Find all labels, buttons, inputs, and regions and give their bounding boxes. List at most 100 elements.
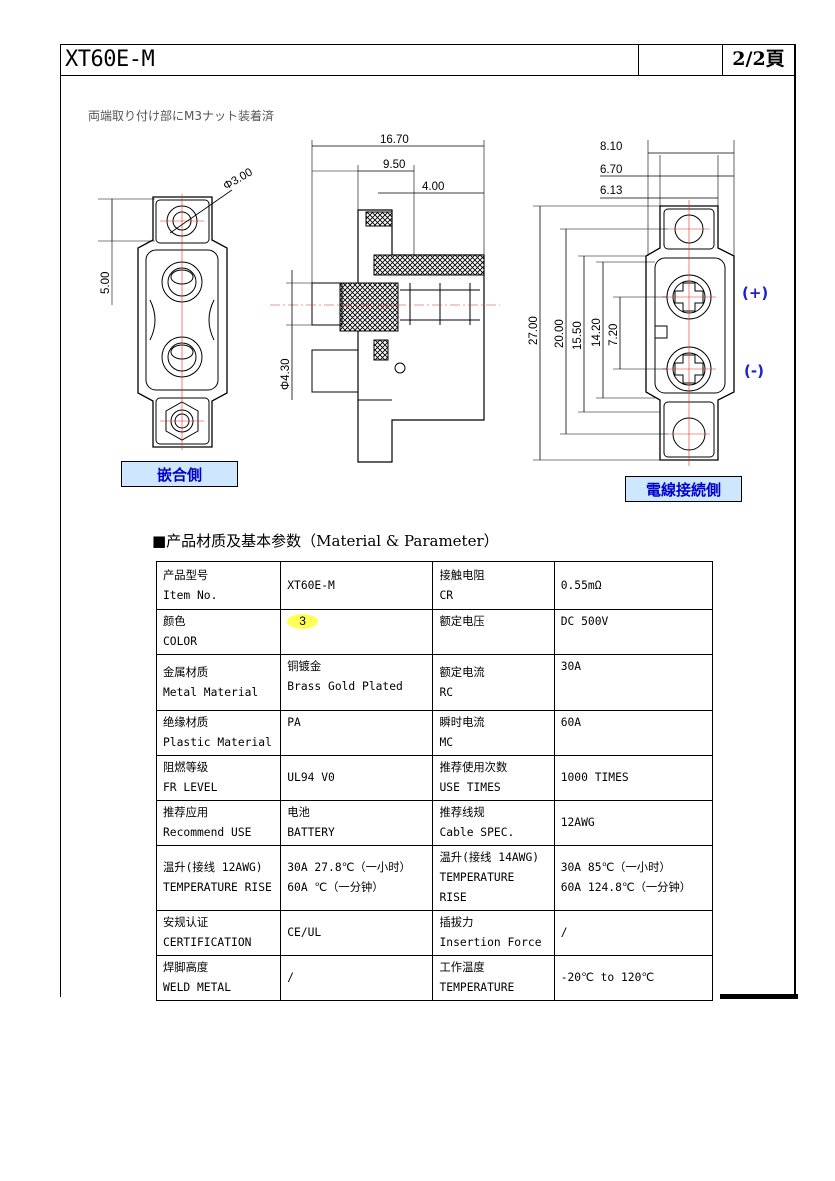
cell-line: Item No. [163, 588, 218, 602]
cell-line: 瞬时电流 [439, 716, 485, 729]
cell-line: Brass Gold Plated [287, 680, 403, 693]
table-cell: 60A [553, 710, 714, 756]
cell-line: 0.55mΩ [560, 578, 602, 592]
cell-line: 额定电流 [439, 665, 485, 679]
cell-line: CE/UL [287, 926, 322, 939]
cell-line: 60A [560, 716, 582, 729]
doc-title: XT60E-M [65, 47, 155, 72]
table-cell: 30A [553, 654, 714, 711]
cell-line: XT60E-M [287, 578, 335, 592]
table-cell: 温升(接线 12AWG) TEMPERATURE RISE [155, 845, 282, 911]
table-cell: 安规认证 CERTIFICATION [155, 910, 282, 956]
frame-bottom-bar [720, 994, 798, 999]
cell-line: 温升(接线 14AWG) [439, 851, 540, 864]
cell-line: WELD METAL [163, 981, 232, 994]
cell-line: FR LEVEL [163, 781, 218, 794]
cell-line: / [560, 926, 568, 939]
cell-line: 30A 85℃（一小时） [560, 861, 671, 874]
cell-line: 额定电压 [439, 615, 485, 628]
dim-width-small: 4.00 [422, 181, 444, 193]
table-row: 颜色 COLOR 3 额定电压 DC 500V [155, 609, 714, 655]
technical-drawing: Φ3.00 5.00 16.70 9.50 4.00 Φ4.30 8.10 6.… [98, 134, 735, 466]
table-cell: 30A 27.8℃（一小时）60A ℃（一分钟） [280, 845, 434, 911]
cell-line: UL94 V0 [287, 771, 335, 784]
dim-height-5: 7.20 [608, 324, 620, 346]
cell-line: RISE [439, 891, 467, 904]
header-empty-cell [638, 44, 722, 75]
cell-line: BATTERY [287, 826, 335, 839]
table-cell: 1000 TIMES [553, 755, 714, 801]
cell-line: 安规认证 [163, 916, 209, 929]
table-cell: UL94 V0 [280, 755, 434, 801]
cell-line: 金属材质 [163, 665, 209, 679]
table-cell: 产品型号 Item No. [155, 561, 282, 610]
cell-line: USE TIMES [439, 781, 501, 794]
table-cell: 铜镀金 Brass Gold Plated [280, 654, 434, 711]
table-cell: / [553, 910, 714, 956]
dim-pin-diameter: Φ4.30 [280, 358, 292, 390]
table-cell: 阻燃等级 FR LEVEL [155, 755, 282, 801]
table-cell: 30A 85℃（一小时） 60A 124.8℃（一分钟） [553, 845, 714, 911]
table-cell: 额定电流 RC [432, 654, 555, 711]
table-cell: XT60E-M [280, 561, 434, 610]
cell-line: 温升(接线 12AWG) [163, 861, 263, 874]
cell-line: 阻燃等级 [163, 761, 209, 774]
cell-line: DC 500V [560, 615, 609, 628]
table-cell: CE/UL [280, 910, 434, 956]
cell-line: 接触电阻 [439, 568, 485, 582]
cell-line: Plastic Material [163, 736, 272, 749]
cell-line: 产品型号 [163, 568, 209, 582]
section-title: ■产品材质及基本参数（Material & Parameter） [152, 532, 499, 550]
mounting-note: 両端取り付け部にM3ナット装着済 [88, 109, 274, 123]
cell-line: 60A ℃（一分钟） [287, 881, 384, 894]
cell-line: 推荐应用 [163, 806, 209, 819]
cell-line: 铜镀金 [287, 660, 322, 673]
table-cell: -20℃ to 120℃ [553, 955, 714, 1001]
cell-line: 30A [560, 660, 582, 673]
cell-line: 插拔力 [439, 916, 474, 929]
dim-left-height: 5.00 [100, 272, 112, 294]
label-mating-side: 嵌合側 [121, 461, 238, 487]
cell-line: 绝缘材质 [163, 716, 209, 729]
dim-height-4: 14.20 [591, 318, 603, 347]
dim-height-2: 20.00 [554, 319, 566, 348]
cell-line: 60A 124.8℃（一分钟） [560, 881, 692, 894]
table-cell: 工作温度 TEMPERATURE [432, 955, 555, 1001]
label-wire-side: 電線接続側 [625, 476, 742, 502]
cell-line: COLOR [163, 635, 198, 648]
side-section-view [270, 140, 500, 463]
cell-line: CERTIFICATION [163, 936, 252, 949]
dim-width-mid: 9.50 [383, 159, 405, 171]
cell-line: 电池 [287, 806, 310, 819]
cell-line: -20℃ to 120℃ [560, 971, 655, 984]
page-number: 2/2頁 [722, 44, 794, 75]
cell-line: TEMPERATURE [439, 981, 515, 994]
cell-line: 颜色 [163, 615, 186, 628]
dim-right-w3: 6.13 [600, 185, 622, 197]
table-row: 安规认证 CERTIFICATION CE/UL 插拔力 Insertion Force… [155, 910, 714, 956]
table-cell: 3 [280, 609, 434, 655]
dim-right-w2: 6.70 [600, 164, 622, 176]
cell-line: RC [439, 685, 454, 699]
mating-side-view [98, 189, 233, 450]
cell-line: / [287, 971, 295, 984]
dim-width-total: 16.70 [380, 134, 409, 146]
cell-line: 1000 TIMES [560, 771, 629, 784]
cell-line: Cable SPEC. [439, 826, 515, 839]
cell-line: 工作温度 [439, 961, 485, 974]
table-cell: PA [280, 710, 434, 756]
cell-line: TEMPERATURE RISE [163, 881, 272, 894]
cell-line: Insertion Force [439, 936, 542, 949]
table-cell: 颜色 COLOR [155, 609, 282, 655]
